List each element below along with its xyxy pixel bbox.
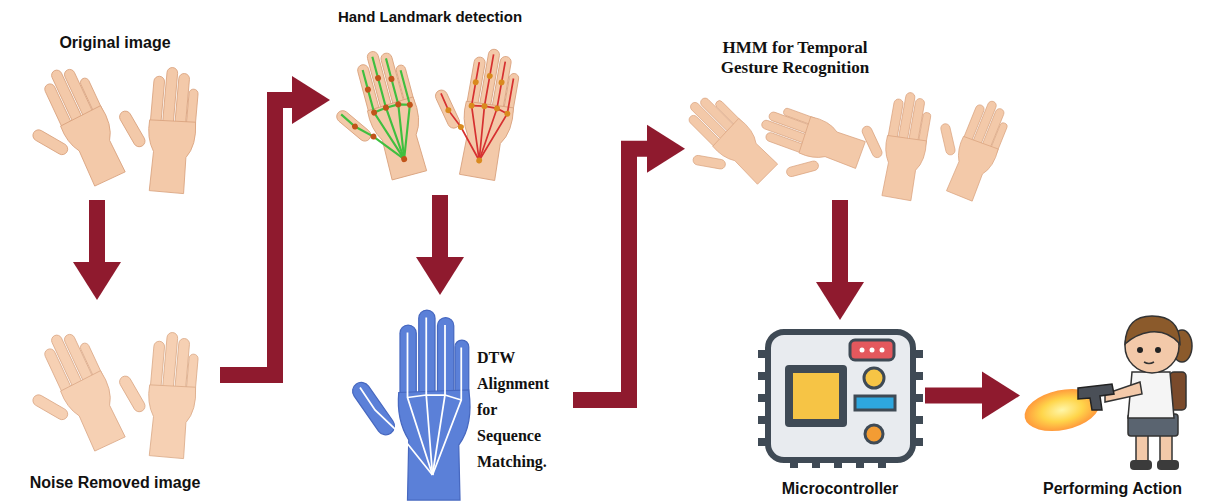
landmark-hand-red — [420, 40, 523, 182]
stage-panel: Hand Landmark detection — [330, 5, 530, 195]
microcontroller-icon — [758, 332, 923, 468]
arrow-shaft — [89, 200, 105, 264]
flow-arrow — [220, 76, 330, 375]
hand-picture — [420, 40, 523, 182]
hand-picture — [111, 328, 201, 459]
hand-picture — [9, 324, 130, 467]
gesture-sequence — [662, 85, 1015, 207]
arrow-head — [816, 282, 864, 320]
arrow-shaft — [832, 200, 848, 284]
landmark-dots — [437, 67, 516, 168]
flow-arrow — [416, 195, 464, 295]
hand-picture — [349, 310, 470, 500]
arrow-head — [292, 76, 330, 124]
action-character — [1021, 316, 1192, 470]
arrow-shaft — [432, 195, 448, 259]
hand-picture — [320, 44, 433, 190]
stage-label: Noise Removed image — [30, 473, 201, 492]
stage-panel: Microcontroller — [755, 320, 925, 500]
original-hands — [9, 59, 200, 202]
stage-panel: Noise Removed image — [10, 300, 220, 495]
hand-picture — [111, 63, 201, 194]
arrow-shaft — [220, 100, 294, 375]
stage-panel: HMM for Temporal Gesture Recognition — [685, 35, 1005, 200]
stage-panel: DTW Alignment for Sequence Matching. — [339, 295, 573, 501]
flow-arrow — [573, 125, 685, 400]
landmark-dots — [341, 68, 427, 173]
landmark-hand-green — [320, 44, 433, 190]
arrow-head — [647, 125, 685, 173]
hand-picture — [918, 86, 1015, 203]
stage-label: DTW Alignment for Sequence Matching. — [477, 345, 563, 475]
stage-panel: Original image — [10, 30, 220, 200]
stage-label: Original image — [59, 33, 170, 52]
arrow-shaft — [573, 149, 649, 400]
flow-arrow — [73, 200, 121, 300]
skeleton-hand — [349, 310, 470, 500]
stage-panel: Performing Action — [1020, 300, 1205, 500]
stage-label: Microcontroller — [782, 479, 898, 498]
arrow-head — [416, 257, 464, 295]
hand-picture — [850, 85, 935, 202]
flow-arrow — [816, 200, 864, 320]
denoised-hands — [9, 324, 200, 467]
arrow-shaft — [925, 388, 984, 404]
stage-label: Hand Landmark detection — [338, 8, 522, 26]
hand-picture — [748, 101, 868, 198]
stage-label: Performing Action — [1043, 479, 1182, 498]
arrow-head — [982, 372, 1020, 420]
landmark-lines — [360, 318, 461, 476]
hand-picture — [9, 59, 130, 202]
arrow-head — [73, 262, 121, 300]
flow-arrow — [925, 372, 1020, 420]
stage-label: HMM for Temporal Gesture Recognition — [705, 38, 885, 77]
